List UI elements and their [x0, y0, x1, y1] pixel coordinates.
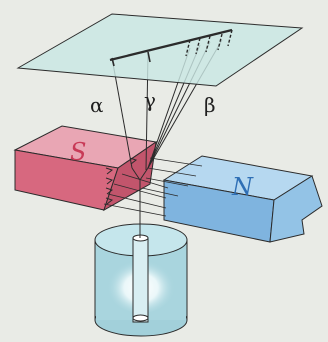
- screen: [18, 14, 302, 86]
- radioactive-source: [133, 315, 148, 321]
- channel: [133, 238, 148, 322]
- beta-label: β: [204, 93, 216, 117]
- alpha-label: α: [90, 93, 104, 117]
- lead-container: [95, 224, 187, 336]
- south-pole-label: S: [70, 138, 86, 166]
- north-pole-label: N: [231, 173, 254, 201]
- gamma-label: γ: [144, 88, 156, 112]
